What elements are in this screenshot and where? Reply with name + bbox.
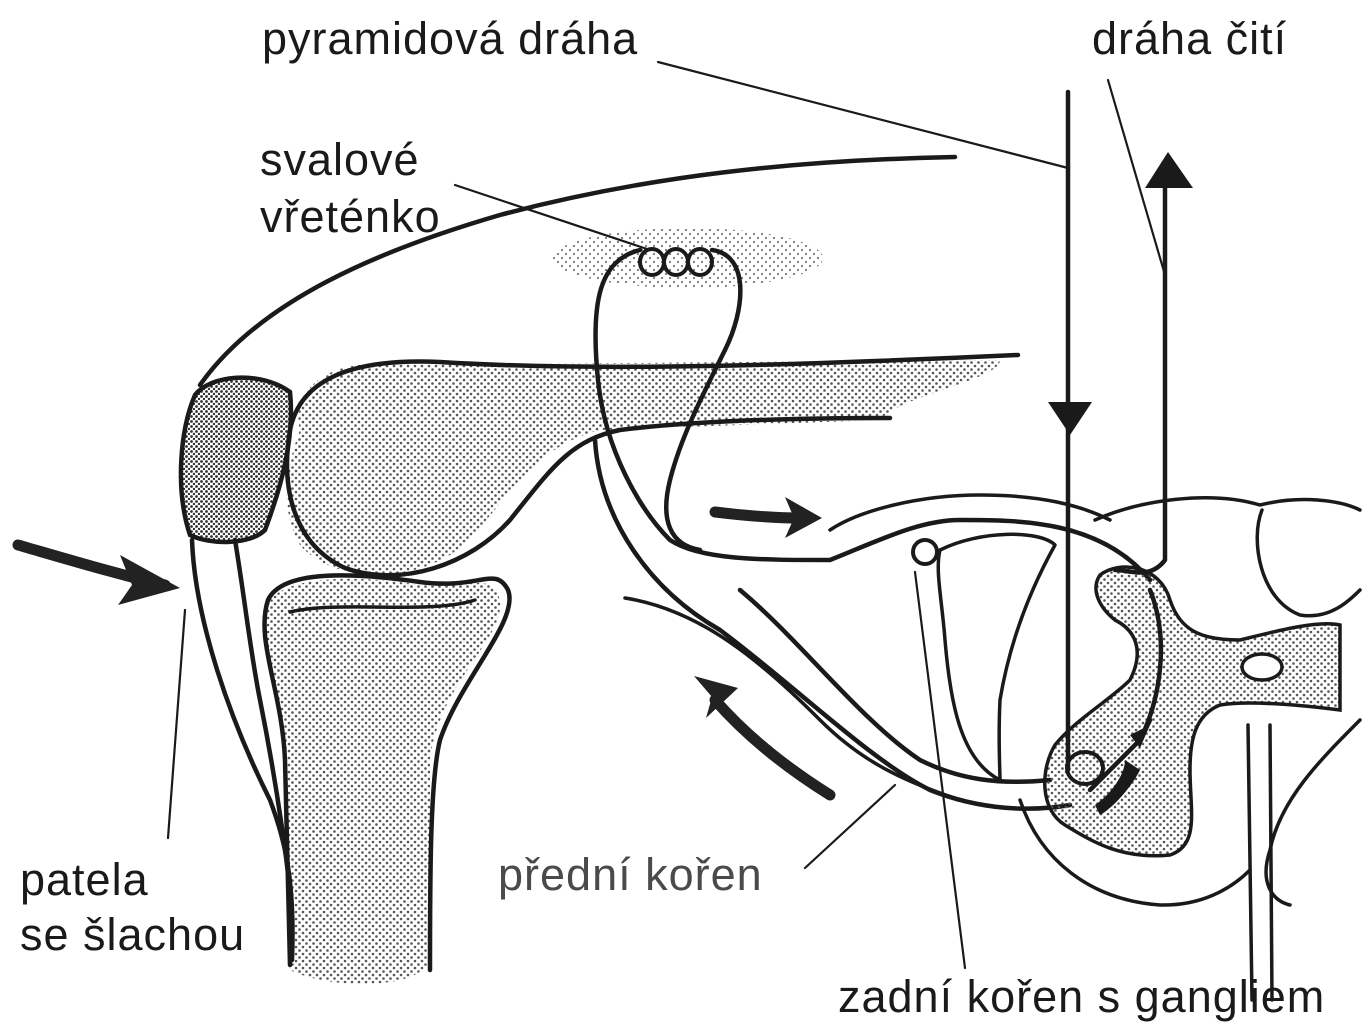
tap-arrow — [18, 545, 180, 605]
label-anterior-root: přední kořen — [498, 849, 763, 900]
label-pyramidal-tract: pyramidová dráha — [262, 13, 638, 64]
label-patella-line1: patela — [20, 854, 149, 905]
label-patella-line2: se šlachou — [20, 909, 245, 960]
central-canal — [1242, 654, 1282, 680]
leader-anterior-root — [805, 785, 895, 868]
tibia-shading — [265, 579, 500, 984]
sensory-tract-arrowhead — [1145, 152, 1193, 188]
femur-shading — [287, 360, 1000, 575]
efferent-direction-arrow — [694, 676, 830, 795]
ganglion-body — [938, 534, 1055, 780]
dorsal-horn-right — [1257, 510, 1360, 616]
ganglion-cell — [913, 540, 937, 564]
leader-pyramidal — [658, 62, 1068, 168]
patella — [181, 378, 291, 542]
pyramidal-tract-arrowhead — [1048, 402, 1092, 435]
label-posterior-root: zadní kořen s gangliem — [838, 971, 1325, 1022]
label-muscle-spindle-line1: svalové — [260, 134, 420, 185]
leader-patella — [168, 610, 185, 838]
grey-matter — [1045, 567, 1340, 856]
leader-posterior-root — [915, 572, 965, 968]
afferent-direction-arrow — [715, 497, 822, 538]
label-muscle-spindle-line2: vřeténko — [260, 191, 441, 242]
sensory-tract-line — [1115, 185, 1165, 573]
label-sensory-tract: dráha čití — [1092, 13, 1287, 64]
